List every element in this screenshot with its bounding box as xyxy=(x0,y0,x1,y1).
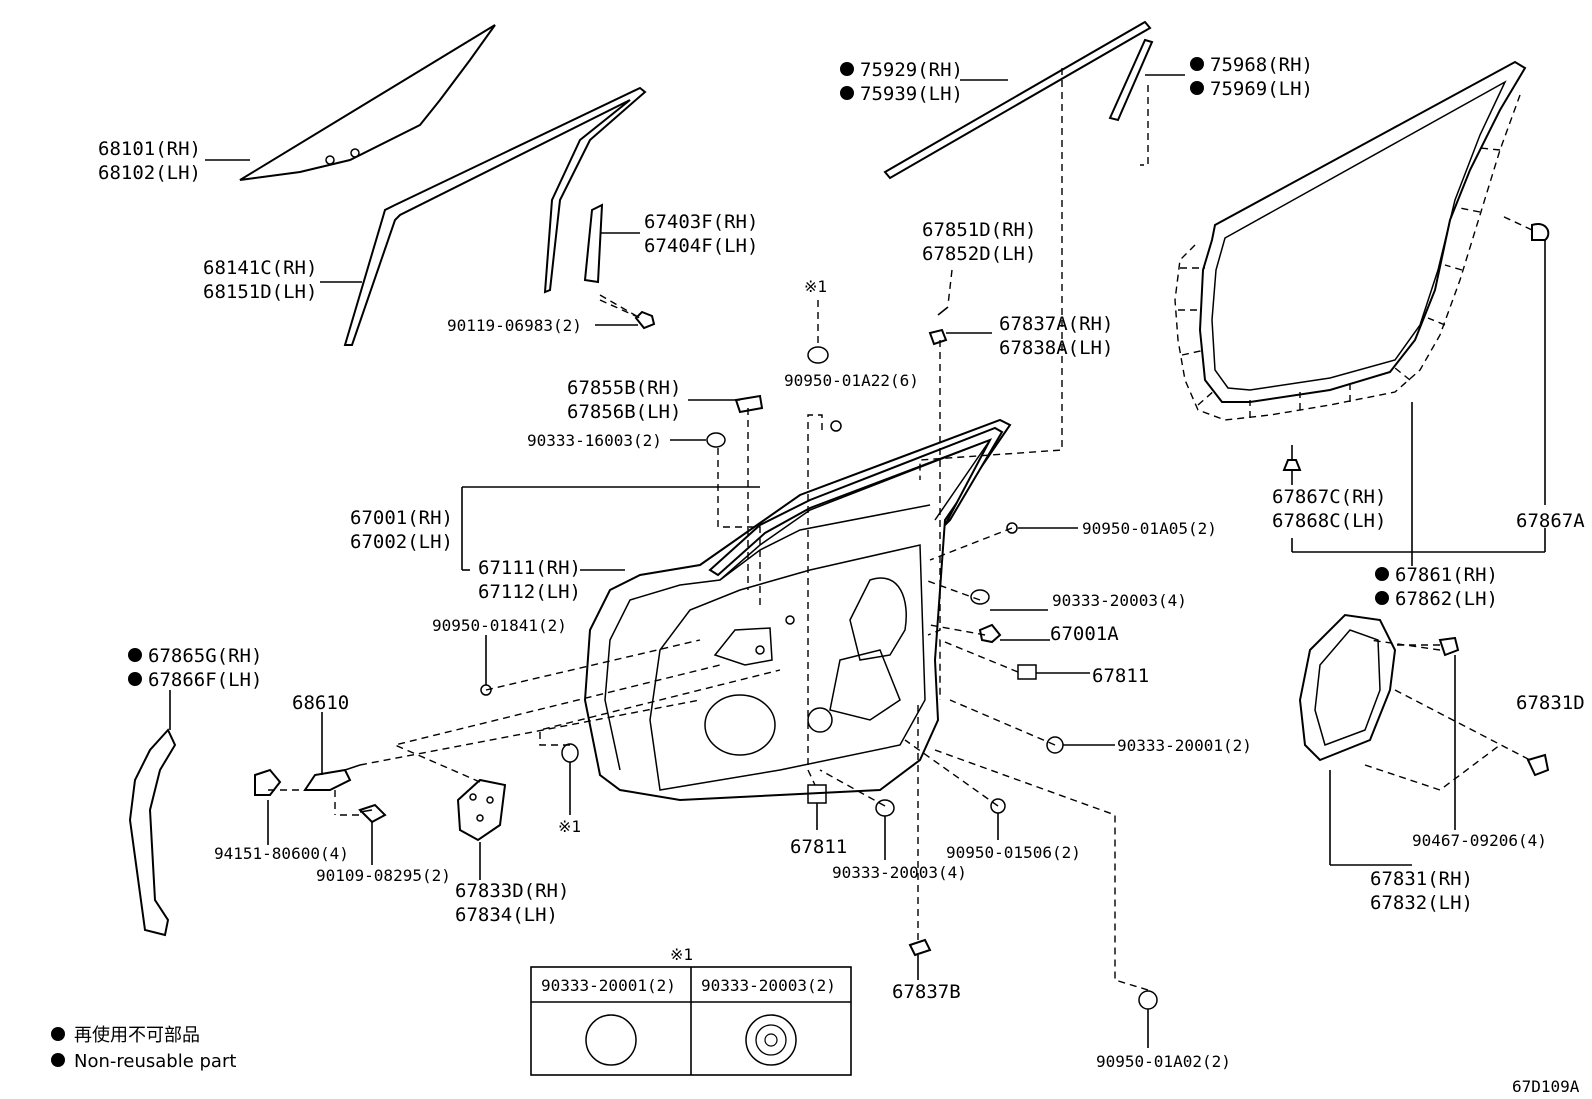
hole-cover-clip-part xyxy=(1438,636,1550,777)
label-90950-01506: 90950-01506(2) xyxy=(946,843,1081,862)
label-68141c: 68141C(RH) xyxy=(203,257,317,279)
legend-dot-icon xyxy=(51,1053,65,1067)
table-mark: ※1 xyxy=(670,945,693,964)
label-67403f: 67403F(RH) xyxy=(644,211,758,233)
label-67111: 67111(RH) xyxy=(478,557,581,579)
non-reusable-dot xyxy=(840,62,854,76)
label-67865g: 67865G(RH) xyxy=(148,645,262,667)
label-90119: 90119-06983(2) xyxy=(447,316,582,335)
label-94151: 94151-80600(4) xyxy=(214,844,349,863)
run-channel-part xyxy=(343,86,647,346)
label-90333-16003: 90333-16003(2) xyxy=(527,431,662,450)
label-68151d: 68151D(LH) xyxy=(203,281,317,303)
label-67834: 67834(LH) xyxy=(455,904,558,926)
label-67851d: 67851D(RH) xyxy=(922,219,1036,241)
leader-lines xyxy=(169,74,1546,1048)
weatherstrip-clip-part xyxy=(1282,223,1550,471)
non-reusable-dot xyxy=(128,672,142,686)
label-67862: 67862(LH) xyxy=(1395,588,1498,610)
label-67832: 67832(LH) xyxy=(1370,892,1473,914)
non-reusable-dot xyxy=(1190,81,1204,95)
door-weatherstrip-lower-part xyxy=(128,728,177,937)
non-reusable-dot xyxy=(1190,57,1204,71)
door-glass-part xyxy=(239,24,496,181)
label-67001a: 67001A xyxy=(1050,623,1119,645)
table-col-90333-20003: 90333-20003(2) xyxy=(701,976,836,995)
label-67811-right: 67811 xyxy=(1092,665,1149,687)
frame-moulding-part xyxy=(1108,38,1154,122)
belt-moulding-part xyxy=(883,20,1152,180)
diagram-id: 67D109A xyxy=(1512,1077,1580,1096)
label-67837b: 67837B xyxy=(892,981,961,1003)
label-67831: 67831(RH) xyxy=(1370,868,1473,890)
label-67001: 67001(RH) xyxy=(350,507,453,529)
label-mark1-bottom: ※1 xyxy=(558,817,581,836)
non-reusable-dot xyxy=(1375,567,1389,581)
non-reusable-dot xyxy=(128,648,142,662)
label-67811-bottom: 67811 xyxy=(790,836,847,858)
label-90333-20001: 90333-20001(2) xyxy=(1117,736,1252,755)
label-67856b: 67856B(LH) xyxy=(567,401,681,423)
label-67867a: 67867A xyxy=(1516,510,1585,532)
label-75969: 75969(LH) xyxy=(1210,78,1313,100)
assembly-dash-lines xyxy=(268,68,1533,991)
label-68102: 68102(LH) xyxy=(98,162,201,184)
legend-english: Non-reusable part xyxy=(74,1051,236,1072)
label-75939: 75939(LH) xyxy=(860,83,963,105)
label-67838a: 67838A(LH) xyxy=(999,337,1113,359)
part-labels: 68101(RH) 68102(LH) 68141C(RH) 68151D(LH… xyxy=(98,54,1585,1071)
label-67868c: 67868C(LH) xyxy=(1272,510,1386,532)
label-67833d: 67833D(RH) xyxy=(455,880,569,902)
label-67837a: 67837A(RH) xyxy=(999,313,1113,335)
label-75968: 75968(RH) xyxy=(1210,54,1313,76)
division-bar-part xyxy=(583,203,656,330)
label-68101: 68101(RH) xyxy=(98,138,201,160)
label-67867c: 67867C(RH) xyxy=(1272,486,1386,508)
door-sash-part xyxy=(708,426,1004,577)
hole-plugs xyxy=(480,306,1158,1010)
label-67852d: 67852D(LH) xyxy=(922,243,1036,265)
legend-japanese: 再使用不可部品 xyxy=(74,1025,200,1046)
label-90333-20003-bottom: 90333-20003(4) xyxy=(832,863,967,882)
plug-solid-icon xyxy=(585,1014,637,1066)
non-reusable-dot xyxy=(1375,591,1389,605)
label-90950-01a02: 90950-01A02(2) xyxy=(1096,1052,1231,1071)
label-75929: 75929(RH) xyxy=(860,59,963,81)
label-68610: 68610 xyxy=(292,692,349,714)
reference-table: ※1 90333-20001(2) 90333-20003(2) xyxy=(530,945,852,1076)
service-hole-cover-part xyxy=(1298,613,1397,762)
label-67002: 67002(LH) xyxy=(350,531,453,553)
label-67831d: 67831D xyxy=(1516,692,1585,714)
label-90467: 90467-09206(4) xyxy=(1412,831,1547,850)
plug-ring-icon xyxy=(745,1014,797,1066)
label-90333-20003-right: 90333-20003(4) xyxy=(1052,591,1187,610)
label-90950-01841: 90950-01841(2) xyxy=(432,616,567,635)
hole-cover-part xyxy=(456,778,507,842)
legend-dot-icon xyxy=(51,1027,65,1041)
label-67861: 67861(RH) xyxy=(1395,564,1498,586)
non-reusable-dot xyxy=(840,86,854,100)
bolt-part xyxy=(358,803,387,824)
label-67866f: 67866F(LH) xyxy=(148,669,262,691)
label-90950-01a22: 90950-01A22(6) xyxy=(784,371,919,390)
label-67404f: 67404F(LH) xyxy=(644,235,758,257)
front-door-panel-part xyxy=(583,418,1012,802)
door-check-part xyxy=(303,764,361,791)
label-67855b: 67855B(RH) xyxy=(567,377,681,399)
label-mark1-top: ※1 xyxy=(804,277,827,296)
label-90950-01a05: 90950-01A05(2) xyxy=(1082,519,1217,538)
label-67112: 67112(LH) xyxy=(478,581,581,603)
table-col-90333-20001: 90333-20001(2) xyxy=(541,976,676,995)
legend: 再使用不可部品 Non-reusable part xyxy=(51,1025,236,1072)
nut-part xyxy=(254,768,282,796)
label-90109: 90109-08295(2) xyxy=(316,866,451,885)
door-weatherstrip-part xyxy=(1174,60,1527,421)
